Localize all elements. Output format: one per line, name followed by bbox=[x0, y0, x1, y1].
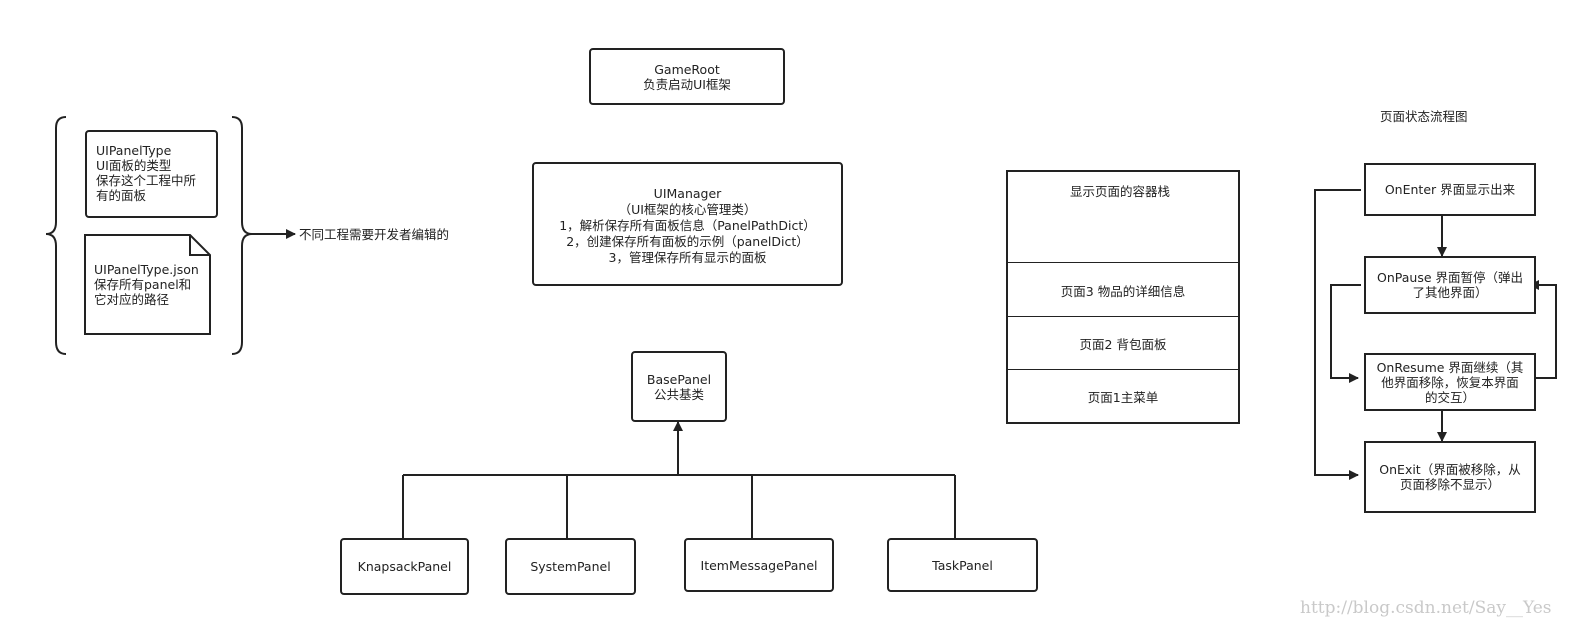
watermark: http://blog.csdn.net/Say__Yes bbox=[1300, 598, 1552, 618]
uimanager-box: UIManager （UI框架的核心管理类） 1，解析保存所有面板信息（Pane… bbox=[532, 162, 843, 286]
knapsack-panel-box: KnapsackPanel bbox=[340, 538, 469, 595]
uipaneltype-json-line: 它对应的路径 bbox=[94, 292, 170, 307]
task-panel-box: TaskPanel bbox=[887, 538, 1038, 592]
left-brace bbox=[45, 116, 67, 355]
itemmessage-panel-box: ItemMessagePanel bbox=[684, 538, 834, 592]
uipaneltype-json-line: 保存所有panel和 bbox=[94, 277, 192, 292]
uipaneltype-json-line: UIPanelType.json bbox=[94, 262, 199, 277]
uimanager-line: UIManager bbox=[653, 186, 722, 201]
brace-note: 不同工程需要开发者编辑的 bbox=[299, 227, 450, 242]
uipaneltype-line: UIPanelType bbox=[96, 143, 172, 158]
stack-cell: 页面2 背包面板 bbox=[1008, 316, 1238, 370]
basepanel-box: BasePanel 公共基类 bbox=[631, 351, 727, 422]
uipaneltype-box: UIPanelType UI面板的类型 保存这个工程中所 有的面板 bbox=[85, 130, 218, 218]
pause-to-resume-arrow bbox=[1330, 284, 1361, 383]
gameroot-desc: 负责启动UI框架 bbox=[643, 76, 731, 92]
document-icon bbox=[84, 234, 211, 335]
system-panel-box: SystemPanel bbox=[505, 538, 636, 595]
uimanager-line: 2，创建保存所有面板的示例（panelDict） bbox=[566, 234, 809, 249]
uimanager-line: （UI框架的核心管理类） bbox=[618, 202, 757, 217]
uipaneltype-line: 有的面板 bbox=[96, 188, 147, 203]
basepanel-desc: 公共基类 bbox=[653, 386, 704, 402]
subpanel-label: TaskPanel bbox=[932, 557, 993, 573]
uipaneltype-line: 保存这个工程中所 bbox=[96, 173, 197, 188]
uimanager-line: 1，解析保存所有面板信息（PanelPathDict） bbox=[559, 218, 816, 233]
subpanel-label: KnapsackPanel bbox=[357, 559, 452, 574]
stack-header: 显示页面的容器栈 bbox=[1070, 184, 1171, 199]
onresume-box: OnResume 界面继续（其 他界面移除，恢复本界面 的交互） bbox=[1364, 353, 1536, 411]
onexit-box: OnExit（界面被移除，从 页面移除不显示） bbox=[1364, 441, 1536, 513]
uimanager-line: 3，管理保存所有显示的面板 bbox=[608, 250, 767, 265]
subpanel-label: ItemMessagePanel bbox=[700, 557, 818, 573]
right-brace bbox=[231, 116, 253, 355]
onenter-box: OnEnter 界面显示出来 bbox=[1364, 163, 1536, 216]
uipaneltype-line: UI面板的类型 bbox=[96, 158, 172, 173]
stack-cell: 页面1主菜单 bbox=[1008, 369, 1238, 423]
resume-to-pause-arrow bbox=[1528, 280, 1557, 379]
basepanel-title: BasePanel bbox=[646, 371, 712, 387]
uipaneltype-json-text: UIPanelType.json 保存所有panel和 它对应的路径 bbox=[94, 262, 199, 307]
enter-to-exit-arrow bbox=[1314, 189, 1361, 480]
stack-cell: 页面3 物品的详细信息 bbox=[1008, 262, 1238, 317]
subpanel-label: SystemPanel bbox=[530, 559, 611, 574]
gameroot-box: GameRoot 负责启动UI框架 bbox=[589, 48, 785, 105]
onpause-box: OnPause 界面暂停（弹出 了其他界面） bbox=[1364, 256, 1536, 314]
flow-title: 页面状态流程图 bbox=[1380, 109, 1468, 124]
page-stack: 显示页面的容器栈 页面3 物品的详细信息 页面2 背包面板 页面1主菜单 bbox=[1006, 170, 1240, 424]
gameroot-title: GameRoot bbox=[654, 61, 720, 77]
